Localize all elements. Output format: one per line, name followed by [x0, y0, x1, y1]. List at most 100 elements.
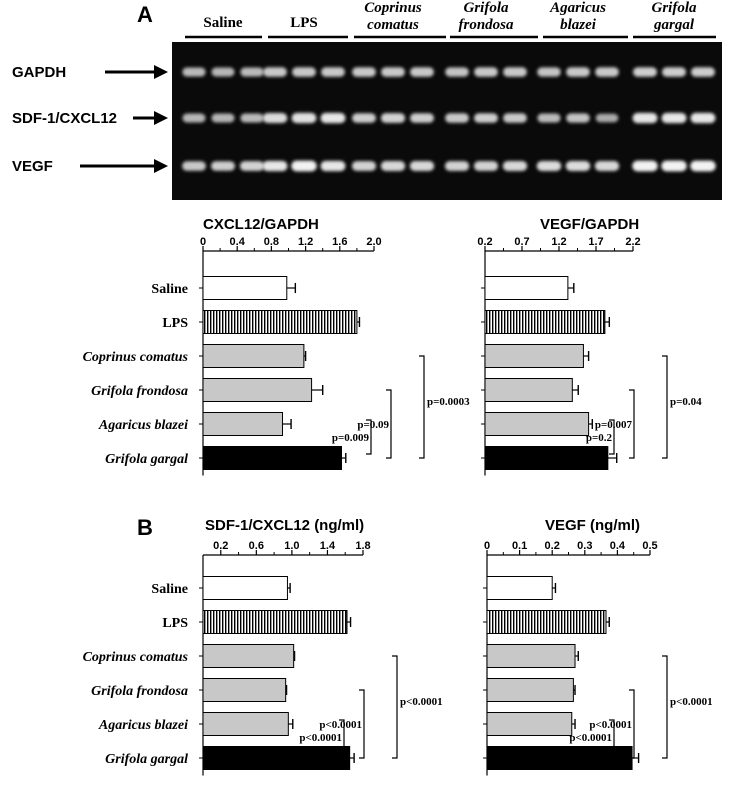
gel-image: [172, 42, 722, 200]
x-tick-label: 0.8: [264, 236, 279, 248]
chart-title: VEGF/GAPDH: [540, 216, 639, 233]
p-value-label: p=0.2: [586, 432, 613, 444]
category-label: Grifola gargal: [105, 452, 188, 467]
gel-group-label: Saline: [203, 15, 243, 31]
bar-grifola-gargal: [202, 746, 351, 770]
gel-band: [211, 67, 235, 77]
gel-band: [211, 161, 235, 171]
gel-group-label: Agaricus: [549, 0, 606, 16]
gel-band: [262, 160, 288, 172]
gel-band: [182, 67, 206, 77]
bar-grifola-gargal: [486, 746, 633, 770]
gel-band: [566, 113, 590, 123]
x-tick-label: 1.6: [332, 236, 347, 248]
x-tick-label: 0.2: [477, 236, 492, 248]
p-value-label: p=0.007: [595, 419, 633, 431]
gel-band: [445, 113, 469, 123]
gel-group-label: gargal: [653, 17, 695, 33]
bar-saline: [202, 276, 288, 300]
gel-group-label: Coprinus: [364, 0, 422, 16]
bar-grifola-frondosa: [484, 378, 573, 402]
bar-lps: [486, 610, 607, 634]
gel-band: [690, 112, 716, 124]
category-label: Saline: [151, 282, 188, 297]
gel-band: [240, 67, 264, 77]
gel-band: [474, 113, 498, 123]
significance-bracket: [629, 389, 635, 459]
gel-band: [503, 113, 527, 123]
gel-band: [662, 67, 686, 77]
bar-agaricus-blazei: [202, 712, 289, 736]
gel-band: [410, 67, 434, 77]
gel-band: [537, 67, 561, 77]
gel-band: [262, 112, 288, 124]
bar-saline: [202, 576, 288, 600]
gel-band: [445, 67, 469, 77]
bar-coprinus-comatus: [202, 344, 305, 368]
x-tick-label: 1.8: [355, 540, 370, 552]
gel-band: [380, 113, 406, 123]
gel-band: [182, 113, 206, 123]
p-value-label: p=0.04: [670, 396, 702, 408]
p-value-label: p<0.0001: [569, 732, 612, 744]
category-label: Saline: [151, 582, 188, 597]
p-value-label: p=0.009: [332, 432, 370, 444]
x-tick-label: 1.2: [298, 236, 313, 248]
significance-bracket: [662, 655, 668, 759]
gel-band: [211, 113, 235, 123]
gel-band: [263, 67, 287, 77]
x-tick-label: 1.2: [551, 236, 566, 248]
significance-bracket: [386, 389, 392, 459]
significance-bracket: [662, 355, 668, 459]
chart-title: SDF-1/CXCL12 (ng/ml): [205, 517, 364, 534]
gel-band: [381, 67, 405, 77]
gel-band: [661, 160, 687, 172]
p-value-label: p<0.0001: [299, 732, 342, 744]
gel-band: [661, 112, 687, 124]
gel-band: [473, 161, 499, 171]
gene-label-gapdh: GAPDH: [12, 64, 66, 81]
bar-lps: [202, 610, 348, 634]
bar-agaricus-blazei: [486, 712, 573, 736]
gel-band: [321, 67, 345, 77]
x-tick-label: 1.7: [588, 236, 603, 248]
gel-band: [502, 161, 528, 171]
x-tick-label: 1.4: [320, 540, 336, 552]
x-tick-label: 0.3: [577, 540, 592, 552]
significance-bracket: [629, 689, 635, 759]
gel-band: [632, 112, 658, 124]
category-label: Grifola frondosa: [91, 384, 188, 399]
significance-bracket: [392, 655, 398, 759]
gene-label-sdf-1-cxcl12: SDF-1/CXCL12: [12, 110, 117, 127]
bar-grifola-frondosa: [486, 678, 574, 702]
category-label: Coprinus comatus: [83, 350, 189, 365]
bar-grifola-gargal: [484, 446, 609, 470]
gel-band: [291, 112, 317, 124]
gel-band: [594, 161, 620, 171]
bar-lps: [484, 310, 606, 334]
x-tick-label: 0.4: [610, 540, 626, 552]
category-label: Grifola frondosa: [91, 684, 188, 699]
significance-bracket: [339, 719, 345, 755]
x-tick-label: 1.0: [284, 540, 299, 552]
x-tick-label: 2.2: [625, 236, 640, 248]
category-label: LPS: [162, 616, 188, 631]
x-tick-label: 2.0: [366, 236, 381, 248]
bar-grifola-frondosa: [202, 378, 313, 402]
chart-title: VEGF (ng/ml): [545, 517, 640, 534]
gel-band: [292, 67, 316, 77]
gel-band: [474, 67, 498, 77]
gel-band: [239, 161, 265, 171]
significance-bracket: [359, 689, 365, 759]
gene-label-vegf: VEGF: [12, 158, 53, 175]
gel-band: [380, 161, 406, 171]
significance-bracket: [609, 419, 615, 455]
x-tick-label: 0.7: [514, 236, 529, 248]
x-tick-label: 0.2: [545, 540, 560, 552]
gel-group-label: frondosa: [458, 17, 514, 33]
gel-band: [320, 112, 346, 124]
gel-band: [409, 161, 435, 171]
